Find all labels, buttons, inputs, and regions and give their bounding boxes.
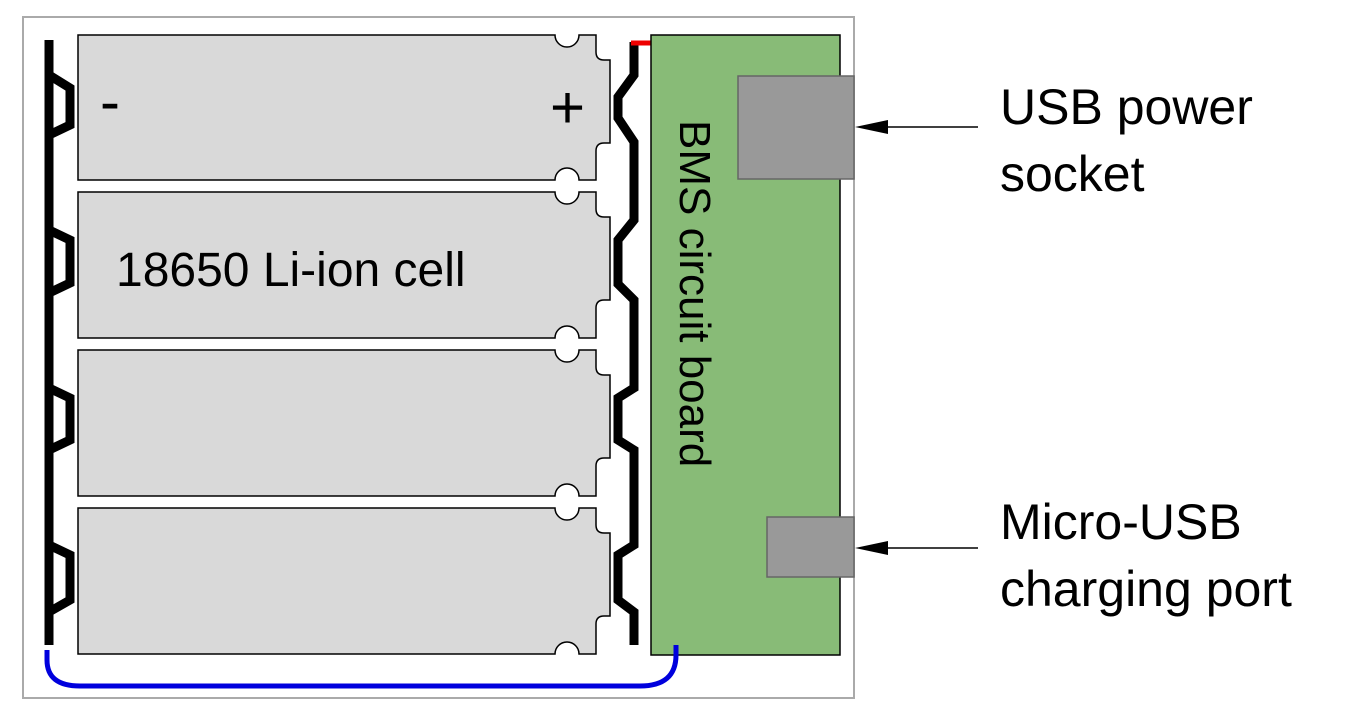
positive-contact-strip: [613, 42, 639, 645]
usb-power-socket: [737, 75, 855, 180]
cell-body: [77, 349, 611, 497]
cell-body: [77, 507, 611, 655]
cell-label: 18650 Li-ion cell: [116, 244, 466, 297]
usb-socket-callout-line-1: USB power: [1000, 79, 1253, 135]
cell-4: [77, 507, 611, 655]
enclosure-outline: [22, 16, 855, 699]
cell-positive-sign: +: [550, 74, 585, 141]
micro-usb-arrowhead: [855, 541, 888, 555]
micro-usb-callout: Micro-USB charging port: [1000, 494, 1292, 617]
micro-usb-port: [766, 516, 855, 578]
usb-socket-callout: USB power socket: [1000, 79, 1267, 202]
negative-contact-strip: [44, 40, 75, 645]
cell-3: [77, 349, 611, 497]
bms-board-label: BMS circuit board: [670, 120, 719, 467]
usb-socket-arrowhead: [855, 120, 888, 134]
cell-body: [77, 191, 611, 339]
cell-2: 18650 Li-ion cell: [77, 191, 611, 339]
cell-body: [77, 34, 611, 181]
cell-negative-sign: -: [100, 68, 120, 135]
negative-lead: [44, 645, 679, 689]
micro-usb-callout-line-2: charging port: [1000, 561, 1292, 617]
cell-1: - +: [77, 34, 611, 181]
usb-socket-callout-line-2: socket: [1000, 146, 1145, 202]
micro-usb-callout-line-1: Micro-USB: [1000, 494, 1242, 550]
